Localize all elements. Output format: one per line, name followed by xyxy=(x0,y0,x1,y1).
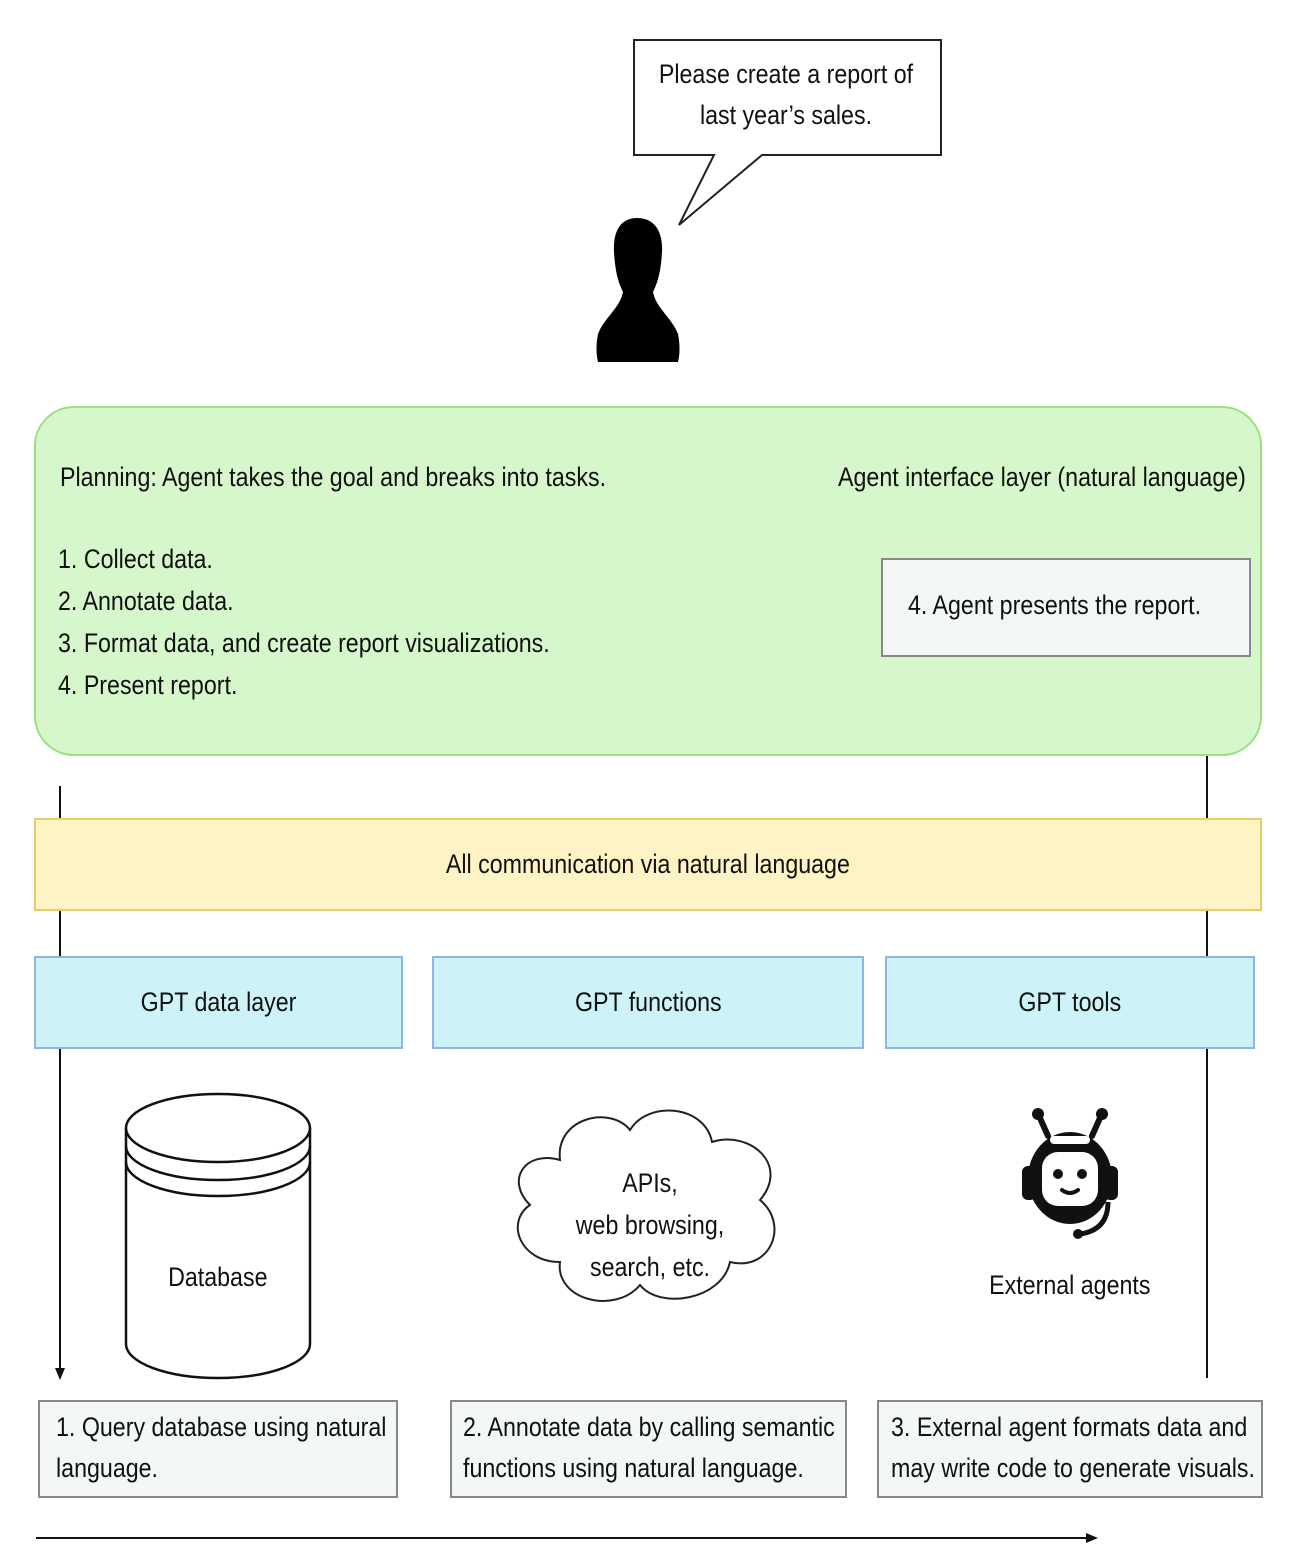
external-agent-robot-icon xyxy=(1022,1108,1118,1239)
communication-label-text: All communication via natural language xyxy=(445,849,850,879)
task-item: 2. Annotate data. xyxy=(58,586,234,616)
user-icon xyxy=(596,218,680,362)
cloud-line: APIs, xyxy=(622,1168,678,1198)
task-item: 4. Present report. xyxy=(58,670,238,700)
interface-layer-title: Agent interface layer (natural language) xyxy=(838,462,1246,492)
step-line: 2. Annotate data by calling semantic xyxy=(463,1412,835,1442)
layer-gpt-tools-label: GPT tools xyxy=(885,981,1255,1023)
step-box-annotate xyxy=(450,1400,847,1498)
task-list: 1. Collect data. 2. Annotate data. 3. Fo… xyxy=(58,538,550,706)
speech-bubble xyxy=(633,39,942,226)
step-format-text: 3. External agent formats data and may w… xyxy=(891,1407,1255,1489)
layer-label-text: GPT tools xyxy=(1018,987,1122,1017)
layer-label-text: GPT data layer xyxy=(140,987,297,1017)
cloud-icon xyxy=(516,1109,776,1302)
planning-title: Planning: Agent takes the goal and break… xyxy=(60,462,607,492)
cloud-line: search, etc. xyxy=(589,1252,711,1282)
layer-gpt-functions-label: GPT functions xyxy=(432,981,864,1023)
step-line: functions using natural language. xyxy=(463,1453,804,1483)
step-line: language. xyxy=(56,1453,159,1483)
communication-bar xyxy=(34,818,1262,911)
database-label: Database xyxy=(118,1256,318,1298)
external-agents-label-text: External agents xyxy=(989,1270,1151,1300)
step-query-text: 1. Query database using natural language… xyxy=(56,1407,386,1489)
layer-gpt-data xyxy=(34,956,403,1049)
layer-gpt-functions xyxy=(432,956,864,1049)
step-line: 3. External agent formats data and xyxy=(891,1412,1248,1442)
communication-label: All communication via natural language xyxy=(0,843,1295,885)
present-report-text: 4. Agent presents the report. xyxy=(908,590,1202,620)
layer-gpt-data-label: GPT data layer xyxy=(34,981,403,1023)
external-agents-label: External agents xyxy=(940,1264,1200,1306)
present-report-box xyxy=(881,558,1251,657)
cloud-label: APIs, web browsing, search, etc. xyxy=(540,1162,760,1288)
step-box-format xyxy=(877,1400,1263,1498)
step-line: 1. Query database using natural xyxy=(56,1412,387,1442)
cloud-line: web browsing, xyxy=(575,1210,725,1240)
speech-line: Please create a report of xyxy=(658,59,914,89)
task-item: 3. Format data, and create report visual… xyxy=(58,628,550,658)
database-icon xyxy=(124,1092,312,1380)
layer-label-text: GPT functions xyxy=(574,987,722,1017)
step-box-query xyxy=(38,1400,398,1498)
database-label-text: Database xyxy=(168,1262,268,1292)
task-item: 1. Collect data. xyxy=(58,544,213,574)
step-annotate-text: 2. Annotate data by calling semantic fun… xyxy=(463,1407,835,1489)
step-line: may write code to generate visuals. xyxy=(891,1453,1255,1483)
speech-bubble-text: Please create a report of last year’s sa… xyxy=(636,54,936,136)
speech-line: last year’s sales. xyxy=(699,100,873,130)
layer-gpt-tools xyxy=(885,956,1255,1049)
